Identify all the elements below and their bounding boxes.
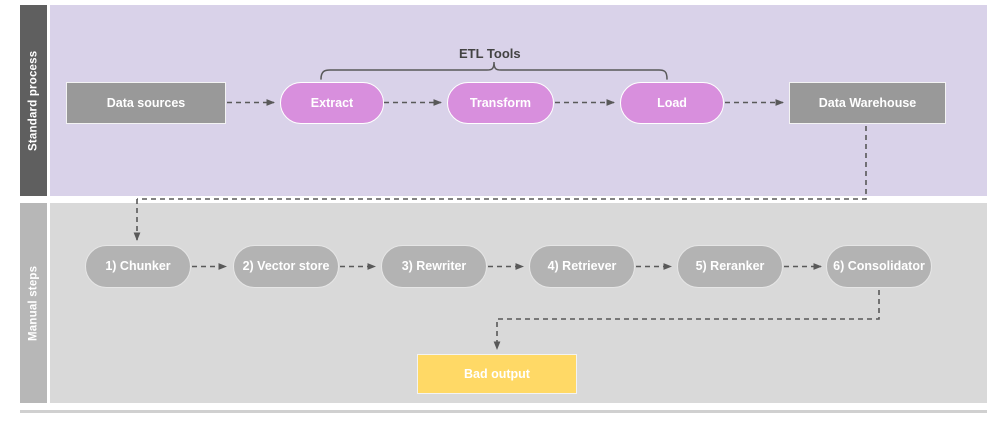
node-data-warehouse[interactable]: Data Warehouse	[789, 82, 946, 124]
node-reranker[interactable]: 5) Reranker	[677, 245, 783, 288]
node-data-sources[interactable]: Data sources	[66, 82, 226, 124]
node-transform[interactable]: Transform	[447, 82, 554, 124]
node-load[interactable]: Load	[620, 82, 724, 124]
node-rewriter[interactable]: 3) Rewriter	[381, 245, 487, 288]
lane-label-manual-steps: Manual steps	[20, 203, 47, 403]
node-retriever[interactable]: 4) Retriever	[529, 245, 635, 288]
lane-label-standard-process: Standard process	[20, 5, 47, 196]
bottom-divider	[20, 410, 987, 413]
node-bad-output[interactable]: Bad output	[417, 354, 577, 394]
node-chunker[interactable]: 1) Chunker	[85, 245, 191, 288]
node-vector-store[interactable]: 2) Vector store	[233, 245, 339, 288]
etl-tools-label: ETL Tools	[459, 46, 521, 61]
node-extract[interactable]: Extract	[280, 82, 384, 124]
node-consolidator[interactable]: 6) Consolidator	[826, 245, 932, 288]
